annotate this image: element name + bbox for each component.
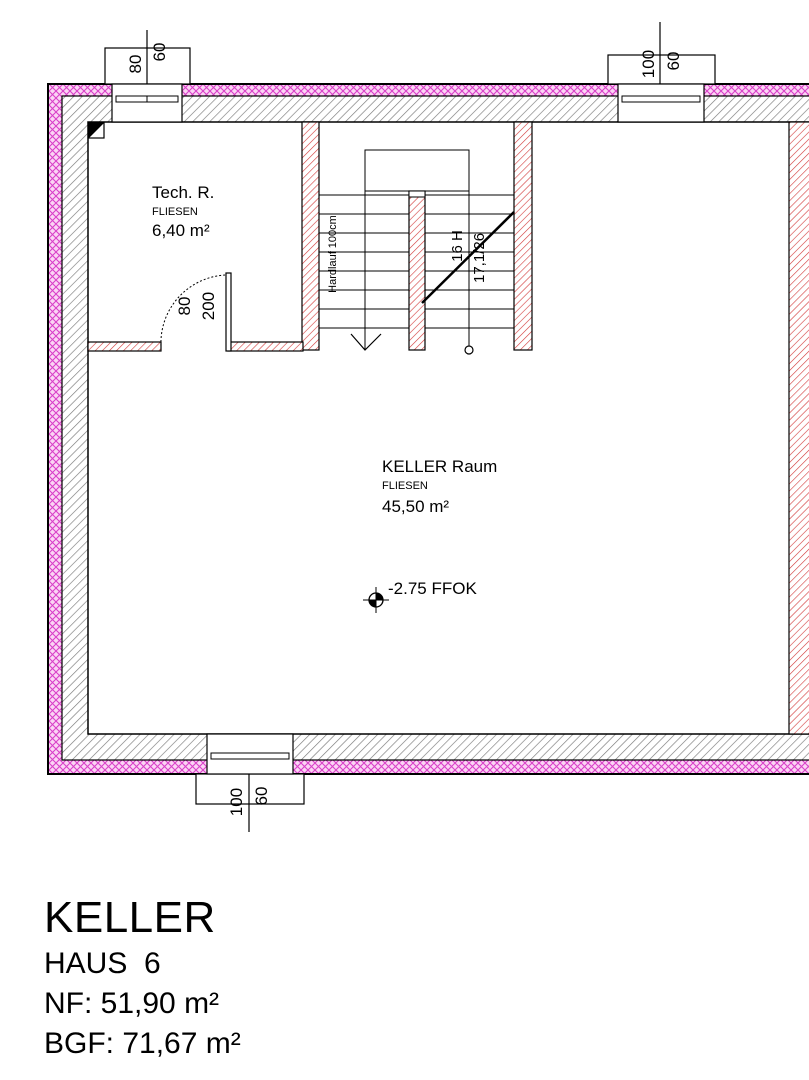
stair-wall-right: [513, 121, 533, 351]
house-label: HAUS 6: [44, 947, 161, 980]
tech-wall-bottom-right: [227, 341, 304, 352]
stair-steps-label: 16 H: [449, 230, 466, 262]
tech-room-door: [160, 272, 232, 352]
bgf-area: BGF: 71,67 m²: [44, 1027, 241, 1060]
level-marker-icon: [363, 587, 389, 613]
keller-room-area: 45,50 m²: [382, 497, 449, 516]
window-3-height: 60: [252, 787, 271, 806]
stair-center-wall: [408, 190, 426, 351]
level-label: -2.75 FFOK: [388, 579, 477, 598]
tech-room-area: 6,40 m²: [152, 221, 210, 240]
window-top-right: [607, 22, 716, 123]
stair-ratio-label: 17,1/26: [471, 233, 488, 283]
window-bottom: [195, 733, 305, 832]
wall-right-brick: [788, 121, 809, 735]
nf-area: NF: 51,90 m²: [44, 987, 220, 1020]
door-height: 200: [199, 292, 218, 320]
keller-room-name: KELLER Raum: [382, 457, 497, 476]
stair-direction-arrow-icon: [350, 333, 474, 355]
floor-title: KELLER: [44, 893, 216, 942]
door-width: 80: [175, 297, 194, 316]
stair-treads: [319, 149, 514, 350]
tech-wall-right: [301, 121, 320, 351]
stair-handrail-label: Hardlauf 100cm: [327, 215, 339, 293]
tech-room-name: Tech. R.: [152, 183, 214, 202]
window-top-left: [104, 30, 191, 123]
stair-cut-line: [421, 211, 515, 304]
keller-room-floor: FLIESEN: [382, 480, 428, 492]
plan-legend: KELLER HAUS 6 NF: 51,90 m² BGF: 71,67 m²: [44, 892, 241, 1064]
window-2-width: 100: [639, 50, 658, 78]
window-2-height: 60: [664, 52, 683, 71]
tech-wall-bottom-left: [87, 341, 162, 352]
window-1-width: 80: [126, 55, 145, 74]
corner-marker-icon: [88, 122, 105, 139]
room-interior: [87, 121, 809, 735]
window-3-width: 100: [227, 788, 246, 816]
tech-room-floor: FLIESEN: [152, 206, 198, 218]
window-1-height: 60: [150, 43, 169, 62]
